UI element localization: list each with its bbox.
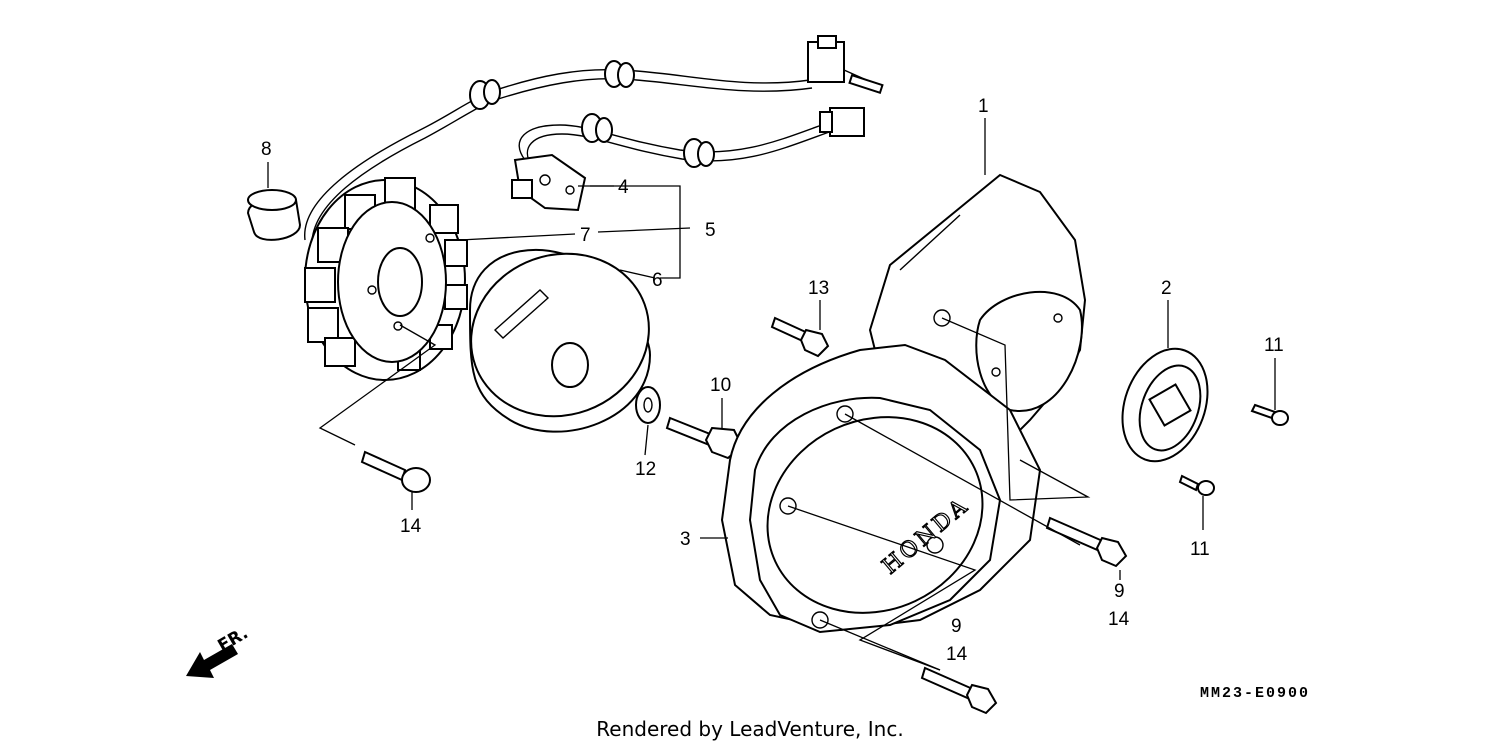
flange-bolt-10 xyxy=(665,416,744,460)
callout-7: 7 xyxy=(580,225,591,246)
arrow-icon xyxy=(186,644,238,678)
leader-lines xyxy=(267,118,1276,671)
callout-3: 3 xyxy=(680,529,691,550)
collar xyxy=(246,189,302,241)
drawing-code: MM23-E0900 xyxy=(1200,685,1310,702)
callout-6: 6 xyxy=(652,270,663,291)
callout-5: 5 xyxy=(705,220,716,241)
cap xyxy=(1121,347,1209,463)
render-credit: Rendered by LeadVenture, Inc. xyxy=(596,717,904,741)
front-direction-arrow: FR. xyxy=(186,623,252,678)
callout-11-top: 11 xyxy=(1264,335,1284,356)
callout-numbers: 1 2 3 4 5 6 7 8 9 9 10 11 11 12 13 14 14… xyxy=(261,96,1284,665)
callout-12: 12 xyxy=(635,459,656,480)
callout-14-bottom: 14 xyxy=(946,644,968,665)
bolt-9-14-bottom xyxy=(920,666,998,715)
bolt-13 xyxy=(770,316,830,358)
bolt-14-left xyxy=(360,450,431,493)
generator-cover: HONDA xyxy=(748,396,1002,634)
callout-13: 13 xyxy=(808,278,829,299)
callout-10: 10 xyxy=(710,375,731,396)
wire-harness xyxy=(304,35,884,247)
washer xyxy=(635,386,661,424)
callout-14-left: 14 xyxy=(400,516,422,537)
screw-11-top xyxy=(1250,403,1289,426)
callout-2: 2 xyxy=(1161,278,1172,299)
callout-9-bottom: 9 xyxy=(951,616,962,637)
screw-11-bottom xyxy=(1178,474,1215,496)
bolt-9-14-right xyxy=(1045,516,1128,568)
pulse-generator xyxy=(511,153,587,212)
flywheel xyxy=(468,248,652,433)
callout-1: 1 xyxy=(978,96,989,117)
callout-8: 8 xyxy=(261,139,272,160)
callout-4: 4 xyxy=(618,177,629,198)
stator xyxy=(304,177,468,381)
callout-9-right: 9 xyxy=(1114,581,1125,602)
callout-11-bottom: 11 xyxy=(1190,539,1210,560)
callout-14-right: 14 xyxy=(1108,609,1130,630)
